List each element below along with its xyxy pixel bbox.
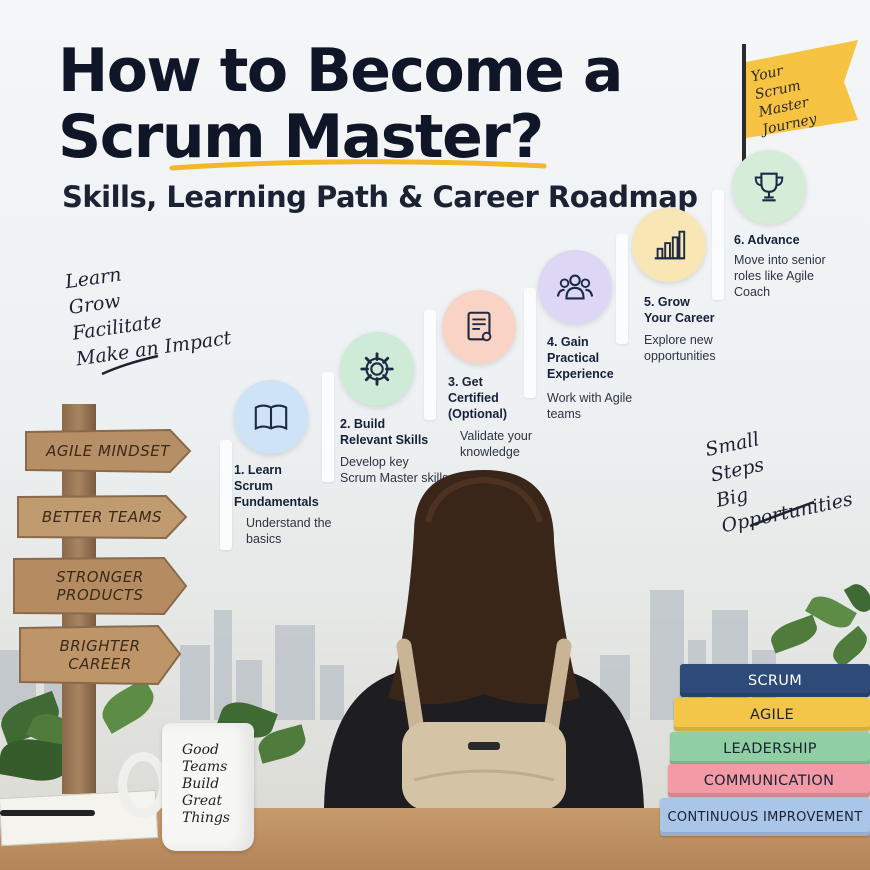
- title-line-2: Scrum Master?: [58, 102, 544, 172]
- sign-stronger-products: STRONGER PRODUCTS: [12, 556, 188, 616]
- stair-step: [712, 190, 724, 300]
- step-6-title: 6. Advance: [734, 233, 800, 247]
- mug-text: Good Teams Build Great Things: [182, 742, 230, 826]
- sign-label: BETTER TEAMS: [41, 508, 163, 526]
- book-label: LEADERSHIP: [723, 740, 817, 757]
- sign-label: BRIGHTER CAREER: [59, 637, 141, 673]
- certificate-icon: [467, 311, 492, 342]
- book-scrum: SCRUM: [680, 664, 870, 697]
- step-5-desc: Explore new opportunities: [644, 333, 716, 363]
- flag-pole: [742, 44, 746, 162]
- step-2-circle: [340, 332, 414, 406]
- book-label: CONTINUOUS IMPROVEMENT: [667, 809, 863, 825]
- stair-step: [424, 310, 436, 420]
- note-underline-right: [749, 500, 815, 528]
- mug-handle: [118, 752, 168, 818]
- sign-brighter-career: BRIGHTER CAREER: [18, 624, 182, 686]
- book-label: SCRUM: [747, 672, 803, 689]
- stair-step: [616, 234, 628, 344]
- page-title: How to Become a Scrum Master?: [58, 36, 623, 172]
- step-4-desc: Work with Agile teams: [547, 391, 633, 421]
- book-agile: AGILE: [674, 698, 870, 731]
- growth-chart-icon: [654, 230, 686, 260]
- book-label: AGILE: [750, 706, 794, 723]
- step-3-desc: Validate your knowledge: [460, 429, 533, 459]
- gear-icon: [360, 352, 394, 386]
- stair-step: [322, 372, 334, 482]
- step-2-desc: Develop key Scrum Master skills: [340, 455, 449, 485]
- team-icon: [556, 274, 594, 300]
- book-icon: [254, 404, 288, 431]
- sign-label: AGILE MINDSET: [46, 442, 170, 460]
- flag-icon: [746, 40, 858, 138]
- step-3-title: 3. Get Certified (Optional): [448, 375, 508, 421]
- step-3-circle: [442, 290, 516, 364]
- title-underline: [169, 159, 547, 171]
- note-underline-left: [101, 354, 159, 376]
- coffee-mug: [162, 723, 254, 851]
- sign-agile-mindset: AGILE MINDSET: [24, 428, 192, 474]
- book-communication: COMMUNICATION: [668, 764, 870, 797]
- step-6-desc: Move into senior roles like Agile Coach: [734, 253, 826, 299]
- step-6-circle: [732, 150, 806, 224]
- book-label: COMMUNICATION: [703, 772, 835, 789]
- step-4-circle: [538, 250, 612, 324]
- title-line-1: How to Become a: [58, 36, 623, 106]
- sign-better-teams: BETTER TEAMS: [16, 494, 188, 540]
- page-subtitle: Skills, Learning Path & Career Roadmap: [62, 180, 698, 214]
- step-5-circle: [632, 208, 706, 282]
- sign-label: STRONGER PRODUCTS: [56, 568, 144, 604]
- step-5-title: 5. Grow Your Career: [644, 295, 715, 325]
- step-1-title: 1. Learn Scrum Fundamentals: [234, 463, 319, 509]
- book-leadership: LEADERSHIP: [670, 732, 870, 765]
- step-1-circle: [234, 380, 308, 454]
- step-4-title: 4. Gain Practical Experience: [547, 335, 614, 381]
- person-from-behind: [324, 470, 644, 810]
- pen: [0, 810, 95, 816]
- step-1-desc: Understand the basics: [246, 516, 332, 546]
- trophy-icon: [754, 172, 784, 202]
- book-continuous-improvement: CONTINUOUS IMPROVEMENT: [660, 798, 870, 836]
- stair-step: [524, 288, 536, 398]
- stair-step: [220, 440, 232, 550]
- step-2-title: 2. Build Relevant Skills: [340, 417, 429, 447]
